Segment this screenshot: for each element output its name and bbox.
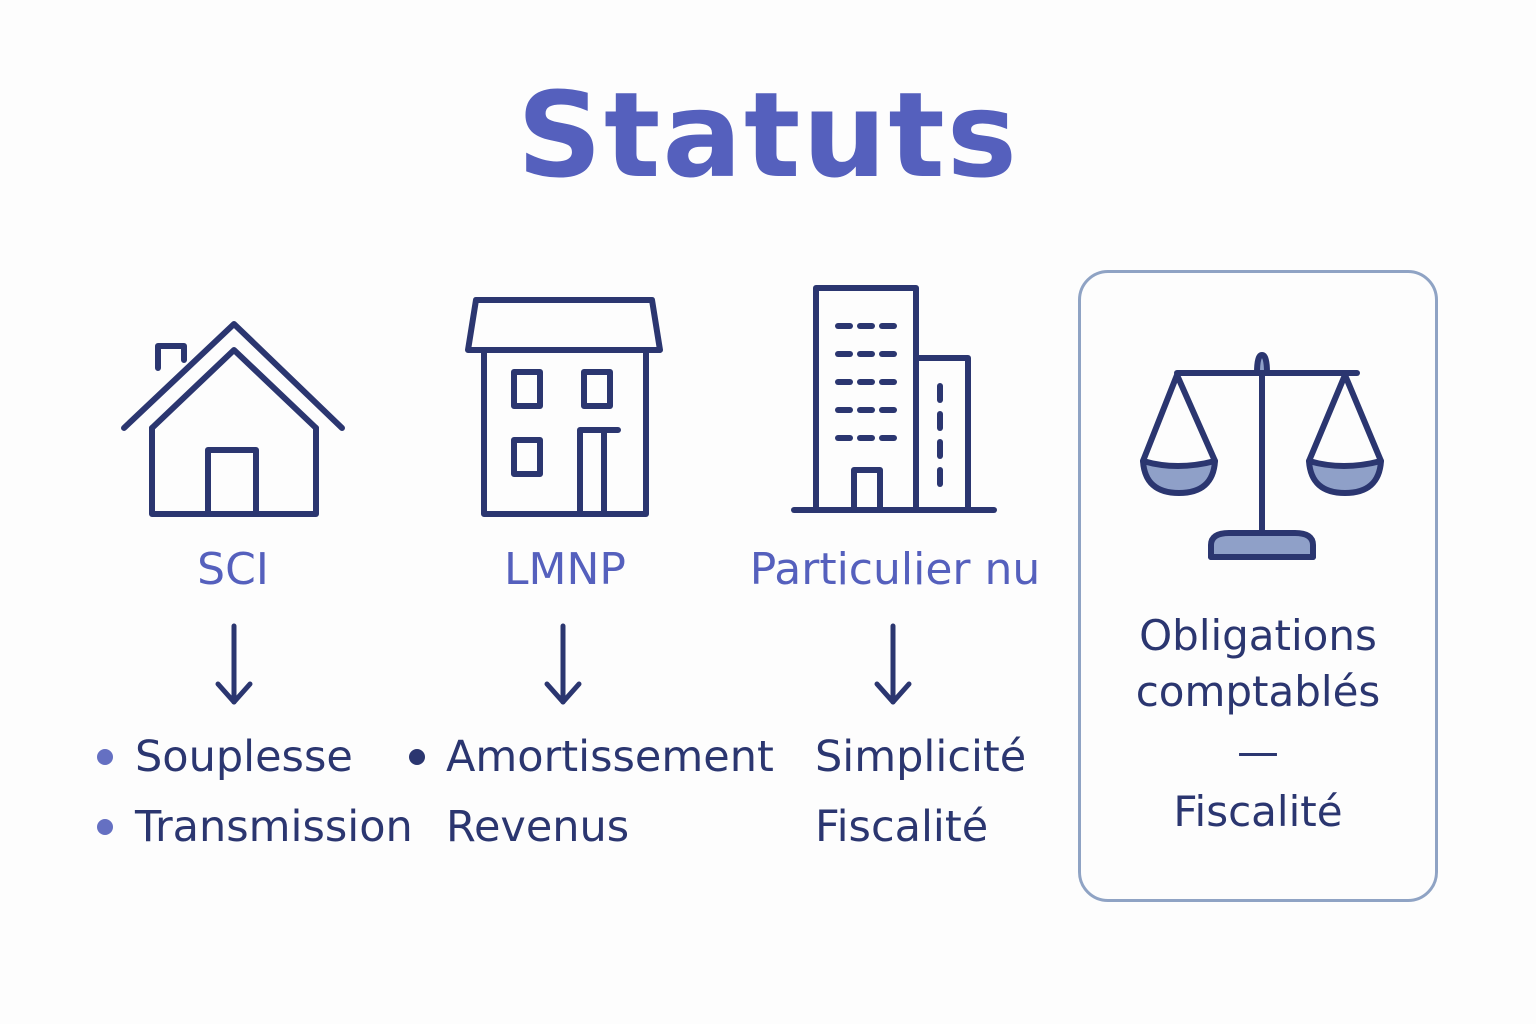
list-item: Souplesse [135,732,353,782]
card-fiscalite: Fiscalité [1173,787,1343,836]
arrow-down-icon [543,622,583,708]
arrow-down-icon [873,622,913,708]
list-item: Fiscalité [815,802,989,852]
page-title: Statuts [516,66,1020,204]
card-title-line2: comptablés [1135,667,1381,716]
label-lmnp: LMNP [504,544,626,595]
label-sci: SCI [197,544,269,595]
house-icon [118,316,348,526]
card-separator: — [1237,727,1279,776]
list-item: Revenus [446,802,630,852]
list-item: Transmission [135,802,413,852]
bullet-dot [97,749,113,765]
label-particulier-nu: Particulier nu [749,544,1041,595]
bullet-dot [97,819,113,835]
obligations-card: Obligations comptablés — Fiscalité [1078,270,1438,902]
townhouse-icon [462,294,668,522]
scales-icon [1137,349,1387,565]
card-title-line1: Obligations [1139,611,1377,660]
list-item: Simplicité [815,732,1027,782]
bullet-dot [409,749,425,765]
apartment-building-icon [788,282,1000,518]
arrow-down-icon [214,622,254,708]
list-item: Amortissement [446,732,774,782]
